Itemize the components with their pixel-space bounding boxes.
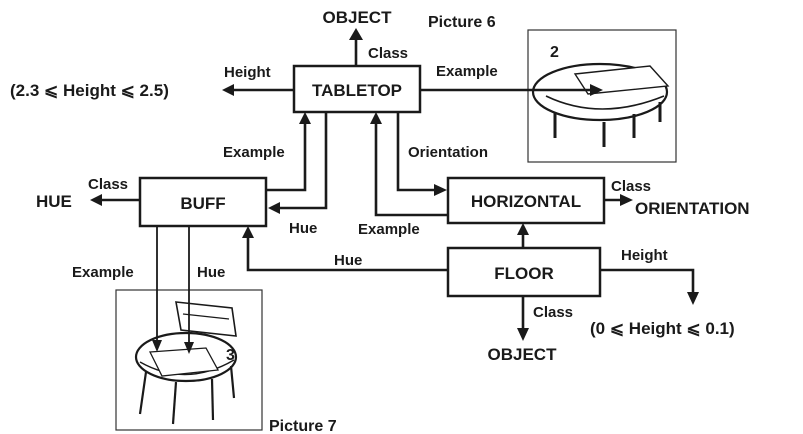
label-floor-class: Class (533, 304, 573, 321)
picture-7-caption: Picture 7 (269, 418, 337, 434)
label-buff-class: Class (88, 176, 128, 193)
terminal-object-bottom: OBJECT (488, 345, 558, 364)
edge-tabletop-class (349, 28, 363, 66)
label-horizontal-orientation: Orientation (408, 144, 488, 161)
picture-6-number: 2 (550, 44, 559, 61)
edge-floor-to-horizontal (517, 223, 529, 248)
edge-tabletop-example (420, 84, 603, 96)
edge-buff-example-up (266, 112, 311, 192)
node-horizontal: HORIZONTAL (446, 176, 606, 225)
terminal-hue: HUE (36, 192, 72, 211)
node-floor: FLOOR (446, 246, 602, 298)
label-tabletop-class: Class (368, 45, 408, 62)
node-buff: BUFF (138, 176, 268, 228)
edge-floor-hue (242, 226, 448, 272)
label-buff-example-up: Example (223, 144, 285, 161)
picture-6-frame: 2 (527, 29, 677, 163)
edge-buff-class (90, 194, 140, 206)
node-floor-label: FLOOR (494, 264, 554, 283)
edge-horizontal-orientation (396, 112, 447, 196)
label-example-to-tabletop: Example (358, 221, 420, 238)
terminal-tabletop-height-range: (2.3 ⩽ Height ⩽ 2.5) (10, 81, 169, 100)
node-horizontal-label: HORIZONTAL (471, 192, 581, 211)
picture-6-caption: Picture 6 (428, 14, 496, 31)
label-floor-hue: Hue (334, 252, 362, 269)
label-chair-hue: Hue (197, 264, 225, 281)
label-floor-height: Height (621, 247, 668, 264)
edge-chair-hue (184, 226, 194, 354)
edge-horizontal-class (604, 194, 633, 206)
edge-floor-class (517, 296, 529, 341)
terminal-floor-height-range: (0 ⩽ Height ⩽ 0.1) (590, 319, 735, 338)
label-tabletop-height: Height (224, 64, 271, 81)
terminal-object-top: OBJECT (323, 8, 393, 27)
terminal-orientation: ORIENTATION (635, 199, 750, 218)
label-tabletop-example: Example (436, 63, 498, 80)
table-sketch (531, 62, 670, 147)
edge-example-to-tabletop (370, 112, 448, 217)
node-buff-label: BUFF (180, 194, 225, 213)
label-horizontal-class: Class (611, 178, 651, 195)
edge-floor-height (600, 268, 699, 305)
edge-chair-example (152, 226, 162, 352)
edge-tabletop-height (222, 84, 294, 96)
node-tabletop: TABLETOP (292, 64, 422, 114)
label-hue-to-buff: Hue (289, 220, 317, 237)
label-chair-example: Example (72, 264, 134, 281)
edge-hue-to-buff (268, 112, 328, 214)
picture-7-number: 3 (226, 347, 235, 364)
node-tabletop-label: TABLETOP (312, 81, 402, 100)
